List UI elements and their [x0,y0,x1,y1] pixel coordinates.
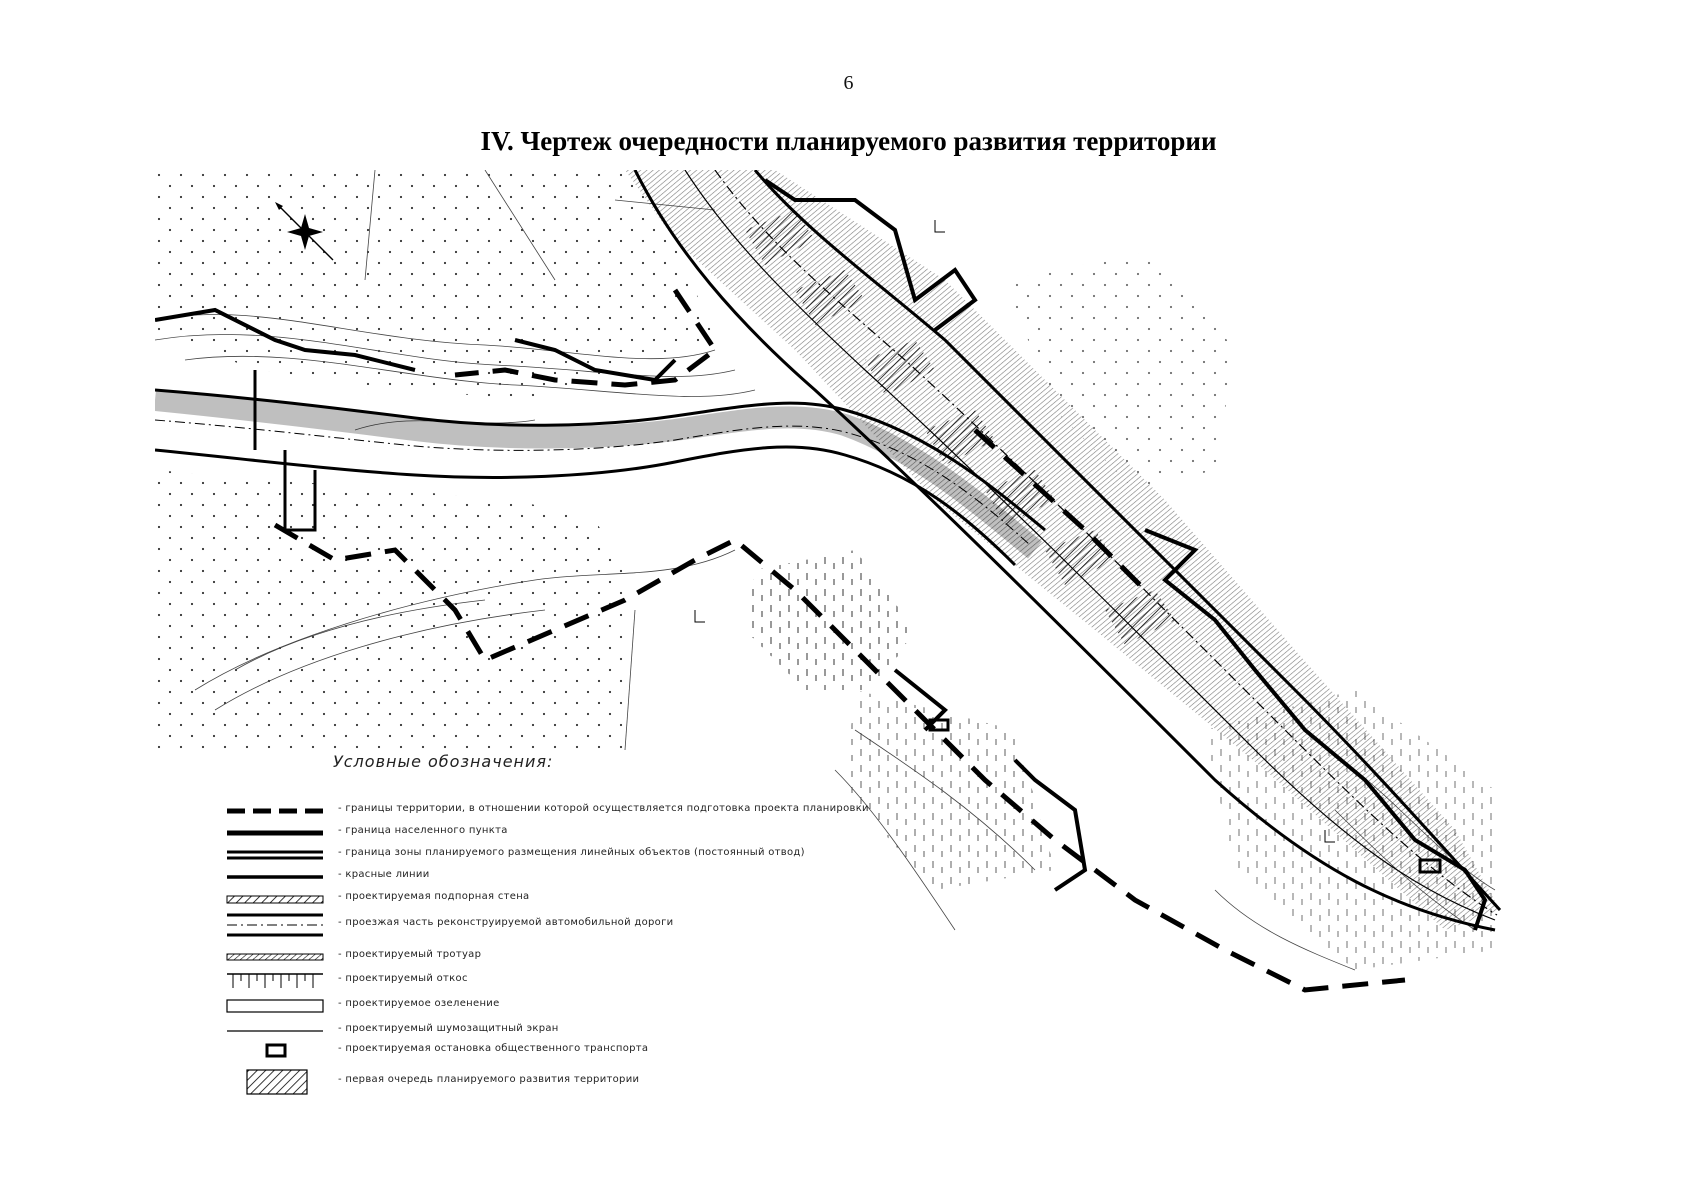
page-number: 6 [843,72,854,94]
legend-thick-line-icon [227,830,323,836]
legend-item-slope: - проектируемый откос [225,970,925,992]
planning-map [155,170,1625,1070]
legend-label: - проектируемый тротуар [338,949,482,960]
legend-label: - проектируемое озеленение [338,998,500,1009]
branch-road [155,370,1046,567]
legend-label: - первая очередь планируемого развития т… [338,1074,640,1085]
legend-sidewalk-icon [226,953,324,961]
road-crossings [745,210,1175,645]
legend-thin-line-icon [227,1030,323,1032]
legend-solid-line-icon [227,875,323,879]
project-territory-boundary [273,288,1406,993]
legend-label: - проектируемый откос [338,973,468,984]
legend-item-carriageway: - проезжая часть реконструируемой автомо… [225,910,925,940]
legend-item-settlement-boundary: - граница населенного пункта [225,822,925,844]
legend-label: - красные линии [338,869,430,880]
legend-label: - проектируемая остановка общественного … [338,1043,649,1054]
legend-carriageway-icon [227,913,323,937]
legend-label: - граница населенного пункта [338,825,508,836]
legend-item-project-territory: - границы территории, в отношении которо… [225,800,925,822]
legend-dashed-line-icon [227,808,323,814]
legend-item-landscaping: - проектируемое озеленение [225,995,925,1017]
legend-label: - граница зоны планируемого размещения л… [338,847,805,858]
legend-item-zone-boundary: - граница зоны планируемого размещения л… [225,844,925,866]
compass-rose-icon [275,202,334,261]
legend-label: - проезжая часть реконструируемой автомо… [338,917,674,928]
legend-item-noise-barrier: - проектируемый шумозащитный экран [225,1020,925,1042]
legend-label: - границы территории, в отношении которо… [338,803,869,814]
legend-label: - проектируемый шумозащитный экран [338,1023,559,1034]
map-annotations [694,220,1335,843]
legend-hatched-band-icon [226,895,324,904]
page-title: IV. Чертеж очередности планируемого разв… [480,126,1217,156]
legend-item-first-stage: - первая очередь планируемого развития т… [225,1068,925,1096]
legend-double-line-icon [227,850,323,860]
legend-title: Условные обозначения: [333,752,554,771]
legend-item-sidewalk: - проектируемый тротуар [225,946,925,968]
legend-label: - проектируемая подпорная стена [338,891,530,902]
bus-stop-marks [928,718,1442,874]
legend-item-red-lines: - красные линии [225,866,925,888]
legend-hatched-area-icon [246,1069,308,1095]
bus-stop-icon [265,1043,287,1058]
legend-item-bus-stop: - проектируемая остановка общественного … [225,1040,925,1062]
legend-landscaping-icon [226,999,324,1013]
legend-slope-icon [227,973,323,988]
legend-item-retaining-wall: - проектируемая подпорная стена [225,888,925,910]
linear-objects-zone-boundary [155,178,1488,931]
